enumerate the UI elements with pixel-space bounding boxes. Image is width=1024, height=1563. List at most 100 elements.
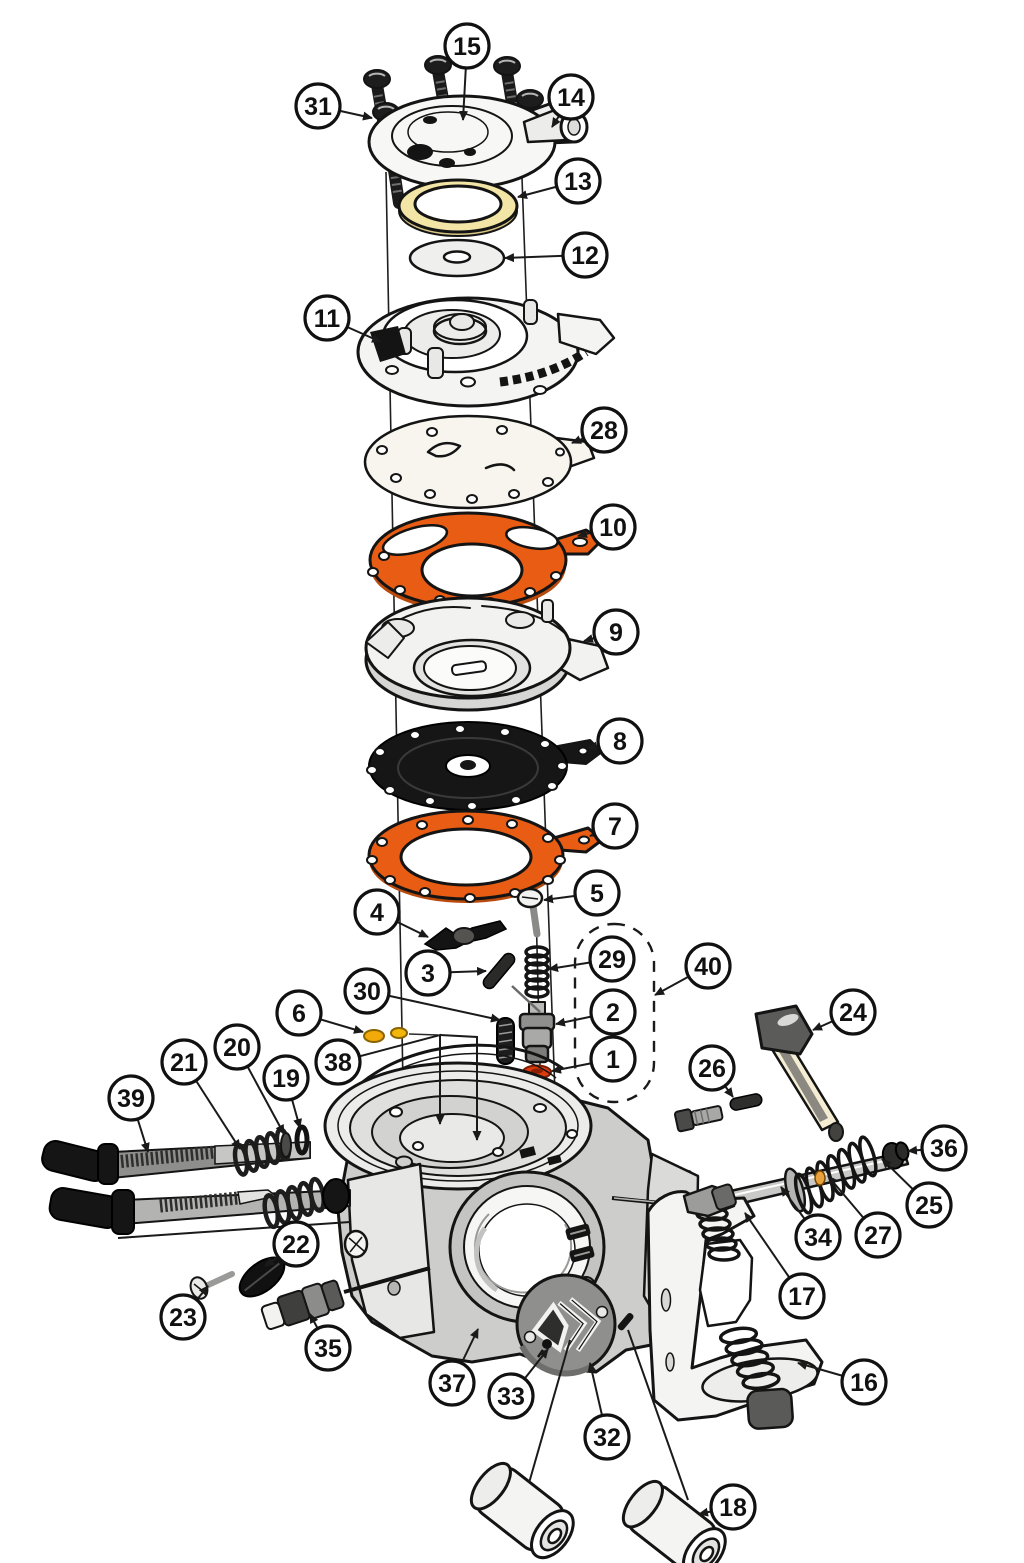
callout-39: 39 (107, 1074, 155, 1153)
part-pump-cover (367, 94, 589, 190)
part-cover-gasket (397, 178, 519, 237)
callout-number: 32 (593, 1424, 621, 1452)
callout-number: 36 (930, 1135, 958, 1163)
callout-number: 10 (599, 514, 627, 542)
callout-number: 20 (223, 1034, 251, 1062)
part-metering-lever (423, 920, 508, 951)
callout-number: 14 (557, 84, 585, 112)
callout-circle (561, 231, 609, 279)
part-metering-body (356, 296, 616, 408)
part-welch-plugs (363, 1027, 439, 1043)
callout-number: 6 (292, 1000, 306, 1028)
callout-11: 11 (303, 294, 382, 343)
assembly-line (439, 1034, 482, 1141)
callout-18: 18 (698, 1483, 757, 1531)
group-box-40 (573, 922, 656, 1104)
part-metering-gasket (366, 809, 604, 903)
callout-31: 31 (294, 82, 373, 130)
callout-circle (573, 869, 621, 917)
callout-number: 17 (788, 1283, 816, 1311)
callout-circle (304, 1324, 352, 1372)
callout-1: 1 (551, 1035, 637, 1083)
callout-12: 12 (504, 231, 609, 279)
callout-5: 5 (543, 869, 621, 917)
callout-number: 2 (606, 999, 620, 1027)
callout-circle (688, 1044, 736, 1092)
callout-circle (580, 406, 628, 454)
callout-27: 27 (827, 1175, 902, 1259)
callout-circle (583, 1413, 631, 1461)
callout-number: 22 (282, 1231, 310, 1259)
callout-circle (778, 1272, 826, 1320)
callout-circle (854, 1211, 902, 1259)
part-fuel-filter-right (621, 1479, 727, 1563)
callout-40: 40 (654, 942, 732, 996)
callout-circle (588, 935, 636, 983)
callout-circle (275, 989, 323, 1037)
callout-circle (684, 942, 732, 990)
callout-number: 3 (421, 960, 435, 988)
part-throttle-shaft (724, 1135, 910, 1215)
callout-22: 22 (264, 1220, 320, 1268)
callout-number: 29 (598, 946, 626, 974)
callout-20: 20 (213, 1023, 285, 1135)
callout-circle (160, 1038, 208, 1086)
callout-number: 40 (694, 953, 722, 981)
callout-number: 5 (590, 880, 604, 908)
callout-23: 23 (159, 1285, 209, 1341)
callout-number: 15 (453, 33, 481, 61)
callout-number: 27 (864, 1222, 892, 1250)
callout-circle (353, 888, 401, 936)
callout-19: 19 (262, 1054, 310, 1129)
callout-circle (589, 503, 637, 551)
hex-screw (674, 1105, 724, 1133)
part-metering-diaphragm (366, 721, 603, 811)
callout-number: 24 (839, 999, 867, 1027)
callout-number: 18 (719, 1494, 747, 1522)
callout-circle (589, 1035, 637, 1083)
callout-number: 39 (117, 1085, 145, 1113)
callout-number: 31 (304, 93, 332, 121)
callout-21: 21 (160, 1038, 241, 1150)
callout-number: 30 (353, 978, 381, 1006)
part-choke-lever (754, 1004, 844, 1142)
callout-36: 36 (907, 1124, 968, 1172)
part-bracket-assembly (646, 1183, 824, 1430)
callout-number: 33 (497, 1383, 525, 1411)
callout-32: 32 (583, 1362, 631, 1461)
part-lever-pin (482, 952, 541, 1013)
callout-circle (159, 1293, 207, 1341)
callout-number: 23 (169, 1304, 197, 1332)
callout-13: 13 (517, 157, 602, 205)
part-adjust-screw-upper (41, 1124, 311, 1185)
callout-circle (840, 1358, 888, 1406)
callout-number: 38 (324, 1049, 352, 1077)
callout-25: 25 (881, 1158, 953, 1229)
callout-number: 8 (613, 728, 627, 756)
callout-number: 11 (314, 305, 341, 333)
callout-number: 37 (438, 1370, 466, 1398)
callout-16: 16 (797, 1358, 888, 1406)
callout-circle (920, 1124, 968, 1172)
callout-28: 28 (571, 406, 628, 454)
callout-30: 30 (343, 967, 501, 1023)
callout-number: 7 (608, 813, 622, 841)
callout-number: 34 (804, 1224, 832, 1252)
callout-37: 37 (428, 1328, 479, 1407)
callout-29: 29 (548, 935, 636, 983)
part-metering-spring (524, 945, 550, 999)
part-idle-valve (260, 1196, 701, 1331)
callout-26: 26 (688, 1044, 736, 1098)
callout-number: 9 (609, 619, 623, 647)
callout-number: 16 (850, 1369, 878, 1397)
callout-24: 24 (812, 988, 877, 1036)
part-choke-pin (674, 1093, 763, 1133)
callout-17: 17 (744, 1212, 826, 1320)
callout-number: 21 (170, 1049, 198, 1077)
callout-circle (589, 988, 637, 1036)
callout-34: 34 (780, 1186, 842, 1261)
callout-35: 35 (304, 1313, 352, 1372)
part-fuel-filter-left (469, 1461, 575, 1560)
